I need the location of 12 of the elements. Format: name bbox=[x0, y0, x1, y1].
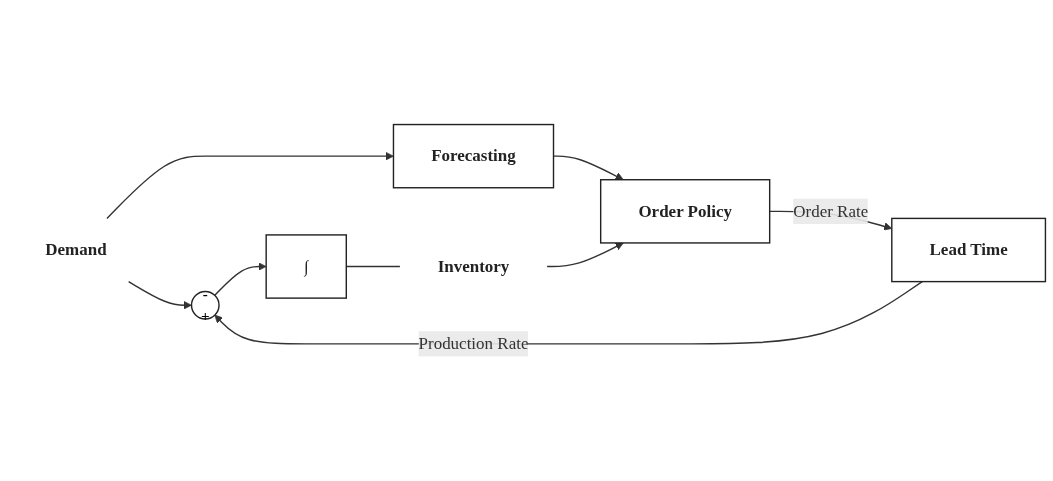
edge-label: Production Rate bbox=[418, 333, 529, 353]
arrow bbox=[546, 242, 624, 268]
node-box: ∫ bbox=[265, 234, 347, 299]
node-box: Lead Time bbox=[891, 217, 1047, 283]
node-text: Inventory bbox=[437, 256, 510, 276]
edge-label: Order Rate bbox=[793, 201, 869, 221]
node-box: Order Policy bbox=[599, 178, 771, 244]
arrow bbox=[127, 280, 192, 310]
arrow bbox=[214, 262, 267, 296]
arrow bbox=[106, 151, 394, 220]
node-box: Forecasting bbox=[392, 123, 555, 189]
node-text: Demand bbox=[45, 240, 107, 259]
